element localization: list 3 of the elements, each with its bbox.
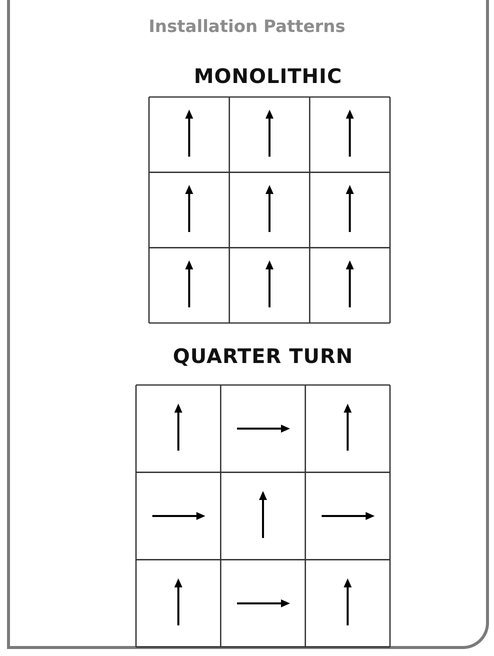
pattern-heading: MONOLITHIC	[194, 64, 342, 88]
title: Installation Patterns	[148, 17, 346, 37]
pattern-heading: QUARTER TURN	[172, 344, 354, 368]
